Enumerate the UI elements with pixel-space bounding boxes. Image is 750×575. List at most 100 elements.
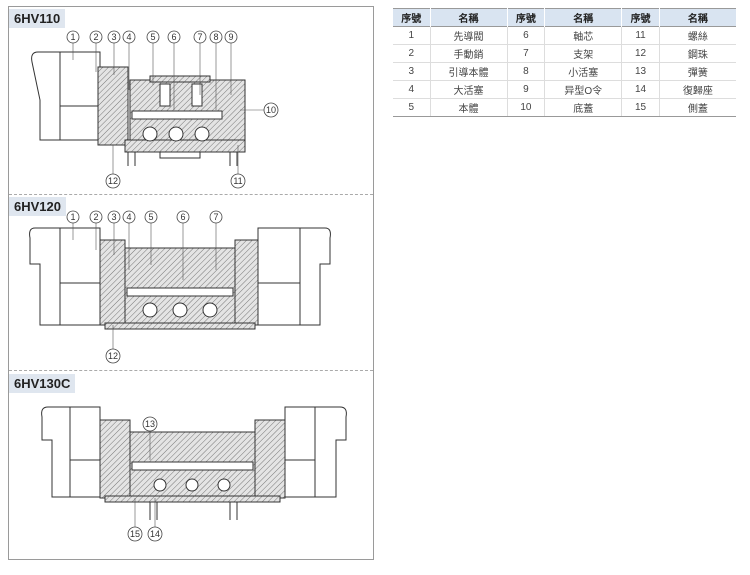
part-name-cell: 先導閥 xyxy=(429,26,508,45)
callout-14: 14 xyxy=(147,526,163,542)
part-name-cell: 异型O令 xyxy=(544,80,622,99)
column-header-name: 名稱 xyxy=(429,8,508,27)
part-name-cell: 鋼珠 xyxy=(658,44,736,63)
callout-12: 12 xyxy=(105,348,121,364)
svg-text:1: 1 xyxy=(70,32,75,42)
callout-2: 2 xyxy=(89,30,103,44)
callout-5: 5 xyxy=(144,210,158,224)
svg-text:7: 7 xyxy=(213,212,218,222)
column-header-name: 名稱 xyxy=(658,8,736,27)
part-number-cell: 3 xyxy=(393,62,430,81)
callout-9: 9 xyxy=(224,30,238,44)
callouts-6hv110: 1 2 3 4 5 6 7 8 9 10 11 12 xyxy=(66,30,279,189)
section-title-6hv120: 6HV120 xyxy=(9,197,66,216)
svg-text:7: 7 xyxy=(197,32,202,42)
part-number-cell: 7 xyxy=(506,44,545,63)
part-name-cell: 復歸座 xyxy=(658,80,736,99)
valve-cross-section-drawings: 1 2 3 4 5 6 7 8 9 10 11 12 1 2 3 4 5 6 7… xyxy=(29,30,347,542)
svg-text:5: 5 xyxy=(148,212,153,222)
part-name-cell: 引導本體 xyxy=(429,62,508,81)
diagram-panel xyxy=(8,6,374,560)
valve-6hv110-drawing xyxy=(31,51,246,166)
callout-15: 15 xyxy=(127,526,143,542)
svg-text:4: 4 xyxy=(126,32,131,42)
svg-text:8: 8 xyxy=(213,32,218,42)
callouts-6hv120: 1 2 3 4 5 6 7 12 xyxy=(66,210,223,364)
part-name-cell: 螺絲 xyxy=(658,26,736,45)
callout-4: 4 xyxy=(122,30,136,44)
column-header-no: 序號 xyxy=(506,8,545,27)
callout-3: 3 xyxy=(107,210,121,224)
part-name-cell: 大活塞 xyxy=(429,80,508,99)
part-number-cell: 2 xyxy=(393,44,430,63)
part-number-cell: 13 xyxy=(621,62,660,81)
part-number-cell: 4 xyxy=(393,80,430,99)
callout-1: 1 xyxy=(66,210,80,224)
divider xyxy=(9,370,373,371)
callout-2: 2 xyxy=(89,210,103,224)
callout-6: 6 xyxy=(176,210,190,224)
part-name-cell: 彈簧 xyxy=(658,62,736,81)
callout-8: 8 xyxy=(209,30,223,44)
column-header-name: 名稱 xyxy=(544,8,622,27)
part-number-cell: 9 xyxy=(506,80,545,99)
part-number-cell: 11 xyxy=(621,26,660,45)
part-number-cell: 6 xyxy=(506,26,545,45)
part-name-cell: 側蓋 xyxy=(658,98,736,117)
part-number-cell: 12 xyxy=(621,44,660,63)
callout-5: 5 xyxy=(146,30,160,44)
callout-7: 7 xyxy=(193,30,207,44)
valve-6hv120-drawing xyxy=(29,227,331,330)
part-name-cell: 手動銷 xyxy=(429,44,508,63)
part-name-cell: 小活塞 xyxy=(544,62,622,81)
part-number-cell: 14 xyxy=(621,80,660,99)
callout-7: 7 xyxy=(209,210,223,224)
svg-text:2: 2 xyxy=(93,32,98,42)
table-header-row: 序號 名稱 序號 名稱 序號 名稱 xyxy=(393,8,736,27)
svg-text:14: 14 xyxy=(150,529,160,539)
part-number-cell: 1 xyxy=(393,26,430,45)
svg-text:12: 12 xyxy=(108,176,118,186)
callout-11: 11 xyxy=(230,173,246,189)
svg-text:15: 15 xyxy=(130,529,140,539)
part-name-cell: 軸芯 xyxy=(544,26,622,45)
callout-4: 4 xyxy=(122,210,136,224)
valve-6hv130c-drawing xyxy=(41,406,347,520)
part-number-cell: 5 xyxy=(393,98,430,117)
svg-text:13: 13 xyxy=(145,419,155,429)
svg-text:10: 10 xyxy=(266,105,276,115)
svg-text:3: 3 xyxy=(111,212,116,222)
svg-text:6: 6 xyxy=(171,32,176,42)
svg-text:12: 12 xyxy=(108,351,118,361)
part-name-cell: 支架 xyxy=(544,44,622,63)
callout-10: 10 xyxy=(263,102,279,118)
section-title-6hv130c: 6HV130C xyxy=(9,374,76,393)
callout-13: 13 xyxy=(142,416,158,432)
section-title-6hv110: 6HV110 xyxy=(9,9,66,28)
callout-12: 12 xyxy=(105,173,121,189)
part-number-cell: 15 xyxy=(621,98,660,117)
callout-6: 6 xyxy=(167,30,181,44)
svg-text:1: 1 xyxy=(70,212,75,222)
svg-text:3: 3 xyxy=(111,32,116,42)
svg-text:9: 9 xyxy=(228,32,233,42)
svg-text:5: 5 xyxy=(150,32,155,42)
part-number-cell: 8 xyxy=(506,62,545,81)
callout-3: 3 xyxy=(107,30,121,44)
callout-1: 1 xyxy=(66,30,80,44)
part-name-cell: 底蓋 xyxy=(544,98,622,117)
column-header-no: 序號 xyxy=(393,8,430,27)
svg-text:4: 4 xyxy=(126,212,131,222)
divider xyxy=(9,194,373,195)
svg-text:11: 11 xyxy=(233,176,242,186)
svg-text:6: 6 xyxy=(180,212,185,222)
svg-text:2: 2 xyxy=(93,212,98,222)
part-name-cell: 本體 xyxy=(429,98,508,117)
callouts-6hv130c: 13 14 15 xyxy=(127,416,163,542)
